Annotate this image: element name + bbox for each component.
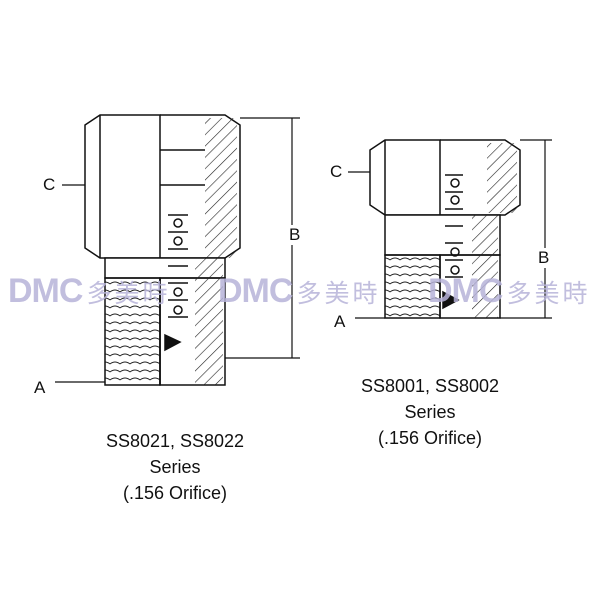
watermark-cjk: 多美時 [506,279,591,308]
left-dim-b-label: B [289,225,301,245]
watermark-latin: DMC [218,272,293,310]
left-caption-series: Series [149,457,201,477]
left-caption: SS8021, SS8022 Series (.156 Orifice) [75,428,275,506]
right-hex [369,139,441,216]
left-hex [84,114,161,259]
right-fitting [369,139,521,319]
right-thread [384,254,441,319]
right-caption-model: SS8001, SS8002 [360,376,500,396]
watermark-latin: DMC [428,272,503,310]
left-dim-c-label: C [43,175,56,194]
right-spring [445,174,463,278]
left-caption-orifice: (.156 Orifice) [122,483,228,503]
right-caption-orifice: (.156 Orifice) [377,428,483,448]
left-fitting [84,114,241,386]
watermark-latin: DMC [8,272,83,310]
watermark-cjk: 多美時 [86,279,171,308]
left-caption-model: SS8021, SS8022 [105,431,245,451]
left-thread [104,277,161,386]
left-dim-a-label: A [34,378,46,397]
left-spring [168,214,188,318]
right-dim-b-label: B [538,248,550,268]
watermark-cjk: 多美時 [296,279,381,308]
right-dim-a-label: A [334,312,346,331]
right-dimension-lines [348,139,552,319]
right-dim-c-label: C [330,162,343,181]
right-caption: SS8001, SS8002 Series (.156 Orifice) [330,373,530,451]
right-caption-series: Series [404,402,456,422]
